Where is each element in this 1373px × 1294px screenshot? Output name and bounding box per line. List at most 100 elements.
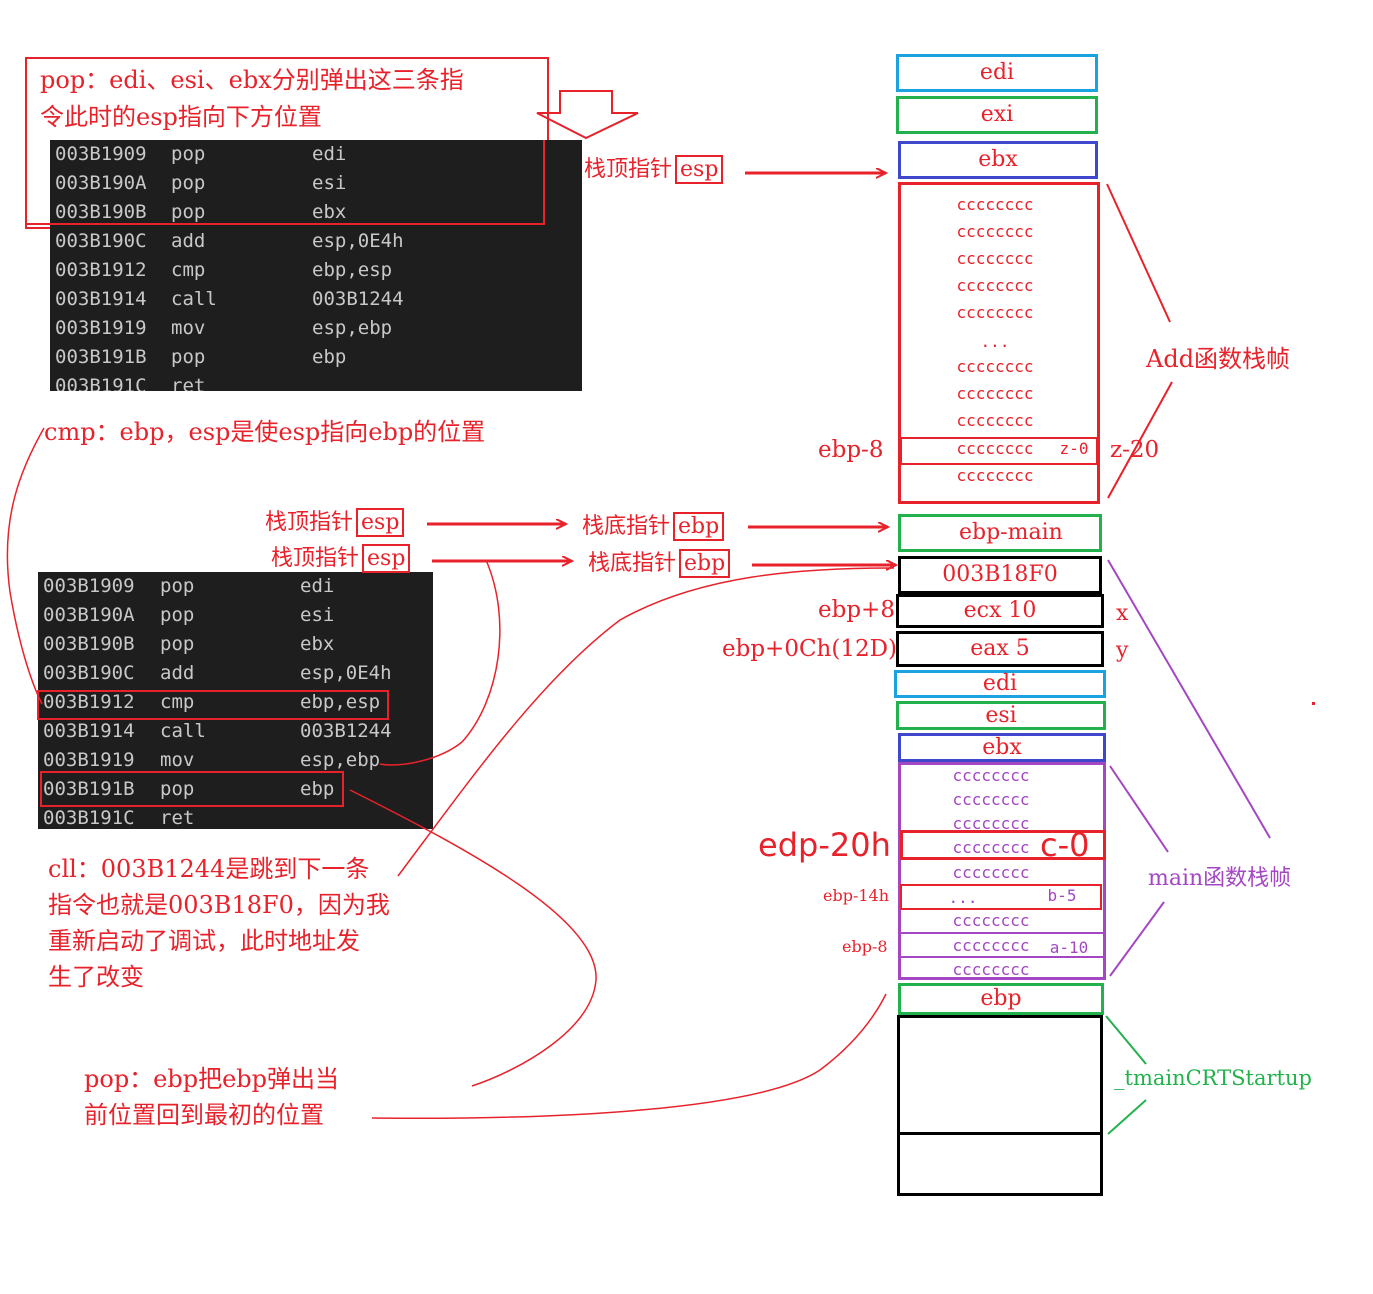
cmp-highlight-box [37,690,389,720]
stack-eax: eax 5 [896,631,1104,667]
asm-bottom-op: add [160,662,195,684]
bracket-add-upper [1106,183,1171,323]
asm-bottom-addr: 003B191B [43,778,135,800]
asm-bottom-op: pop [160,633,195,655]
asm-top-op: mov [171,317,206,339]
asm-top-op: pop [171,172,206,194]
pop-ebp-note-line1: pop：ebp把ebp弹出当 [84,1065,340,1093]
c-cell-fill: cccccccc [952,838,1030,857]
asm-bottom-addr: 003B1919 [43,749,135,771]
z-cell-fill: cccccccc [956,439,1034,458]
asm-top-row: 003B190B pop ebx [50,198,582,227]
curve-pop-note [371,993,887,1119]
stray-dot [1312,702,1315,705]
asm-bottom-op: mov [160,749,195,771]
cmp-note: cmp：ebp，esp是使esp指向ebp的位置 [44,418,486,446]
asm-bottom-addr: 003B1912 [43,691,135,713]
b-cell-dots: ... [948,888,978,907]
add-dots: ... [980,332,1010,351]
asm-top-op: pop [171,201,206,223]
asm-bottom-op: pop [160,575,195,597]
asm-bottom-op: call [160,720,206,742]
main-frame-box [898,762,1106,980]
label-ebp-8-bottom: ebp-8 [842,937,888,956]
stack-ebp-bottom: ebp [898,983,1104,1015]
top-note-line2: 令此时的esp指向下方位置 [40,103,322,131]
asm-bottom-arg: ebx [300,633,335,655]
asm-bottom-arg: edi [300,575,335,597]
curve-mov [379,559,501,766]
bracket-main-upper [1107,559,1271,839]
label-ebp-14h: ebp-14h [823,886,890,905]
add-fill-1: cccccccc [956,195,1034,214]
asm-bottom-arg: ebp [300,778,335,800]
asm-bottom-row: 003B1919 mov esp,ebp [38,746,433,775]
bracket-main-inner [1109,765,1169,853]
asm-top-arg: ebx [312,201,347,223]
call-note-line2: 指令也就是003B18F0，因为我 [48,891,390,919]
stack-edi-2: edi [894,670,1106,698]
asm-top-addr: 003B1919 [55,317,147,339]
z-cell-value: z-0 [1059,439,1089,458]
call-note-line1: cll：003B1244是跳到下一条 [48,855,370,883]
asm-top-arg: edi [312,143,347,165]
add-fill-6: cccccccc [956,357,1034,376]
asm-bottom-arg: 003B1244 [300,720,392,742]
asm-bottom-arg: esi [300,604,335,626]
asm-bottom-op: cmp [160,691,195,713]
asm-top-arg: 003B1244 [312,288,404,310]
top-note-line1: pop：edi、esi、ebx分别弹出这三条指 [40,66,464,94]
down-arrow-icon [536,90,639,140]
stack-edi-top: edi [896,54,1098,92]
asm-top-addr: 003B191B [55,346,147,368]
main-fill-5: cccccccc [952,911,1030,930]
bracket-add-lower [1107,381,1173,499]
asm-bottom-arg: esp,0E4h [300,662,392,684]
asm-bottom-row: 003B190B pop ebx [38,630,433,659]
z-cell-box [900,437,1098,465]
asm-top-op: cmp [171,259,206,281]
c-cell-box [900,830,1106,860]
label-add-frame: Add函数栈帧 [1146,345,1291,373]
b-cell-box [900,884,1102,910]
asm-top-addr: 003B1909 [55,143,147,165]
asm-bottom-addr: 003B190B [43,633,135,655]
main-fill-6: cccccccc [952,960,1030,979]
add-frame-box [898,182,1100,504]
asm-top-arg: ebp,esp [312,259,393,281]
stack-ebx-top: ebx [898,141,1098,179]
asm-top-arg: esi [312,172,347,194]
curve-call [397,567,895,877]
asm-bottom-arg: esp,ebp [300,749,381,771]
add-fill-3: cccccccc [956,249,1034,268]
asm-top-op: pop [171,346,206,368]
curve-pop-ebp [349,789,597,1087]
asm-bottom-addr: 003B190C [43,662,135,684]
add-fill-2: cccccccc [956,222,1034,241]
asm-top-addr: 003B191C [55,375,147,391]
bracket-main-lower [1109,901,1165,977]
pop-highlight-box [25,140,545,225]
asm-top-addr: 003B190C [55,230,147,252]
asm-bottom-addr: 003B190A [43,604,135,626]
asm-top-addr: 003B1914 [55,288,147,310]
asm-top-addr: 003B1912 [55,259,147,281]
a-cell-fill: cccccccc [952,936,1030,955]
add-fill-4: cccccccc [956,276,1034,295]
asm-top-addr: 003B190B [55,201,147,223]
main-fill-3: cccccccc [952,814,1030,833]
label-edp-20h: edp-20h [758,826,891,864]
asm-bottom-addr: 003B191C [43,807,135,829]
